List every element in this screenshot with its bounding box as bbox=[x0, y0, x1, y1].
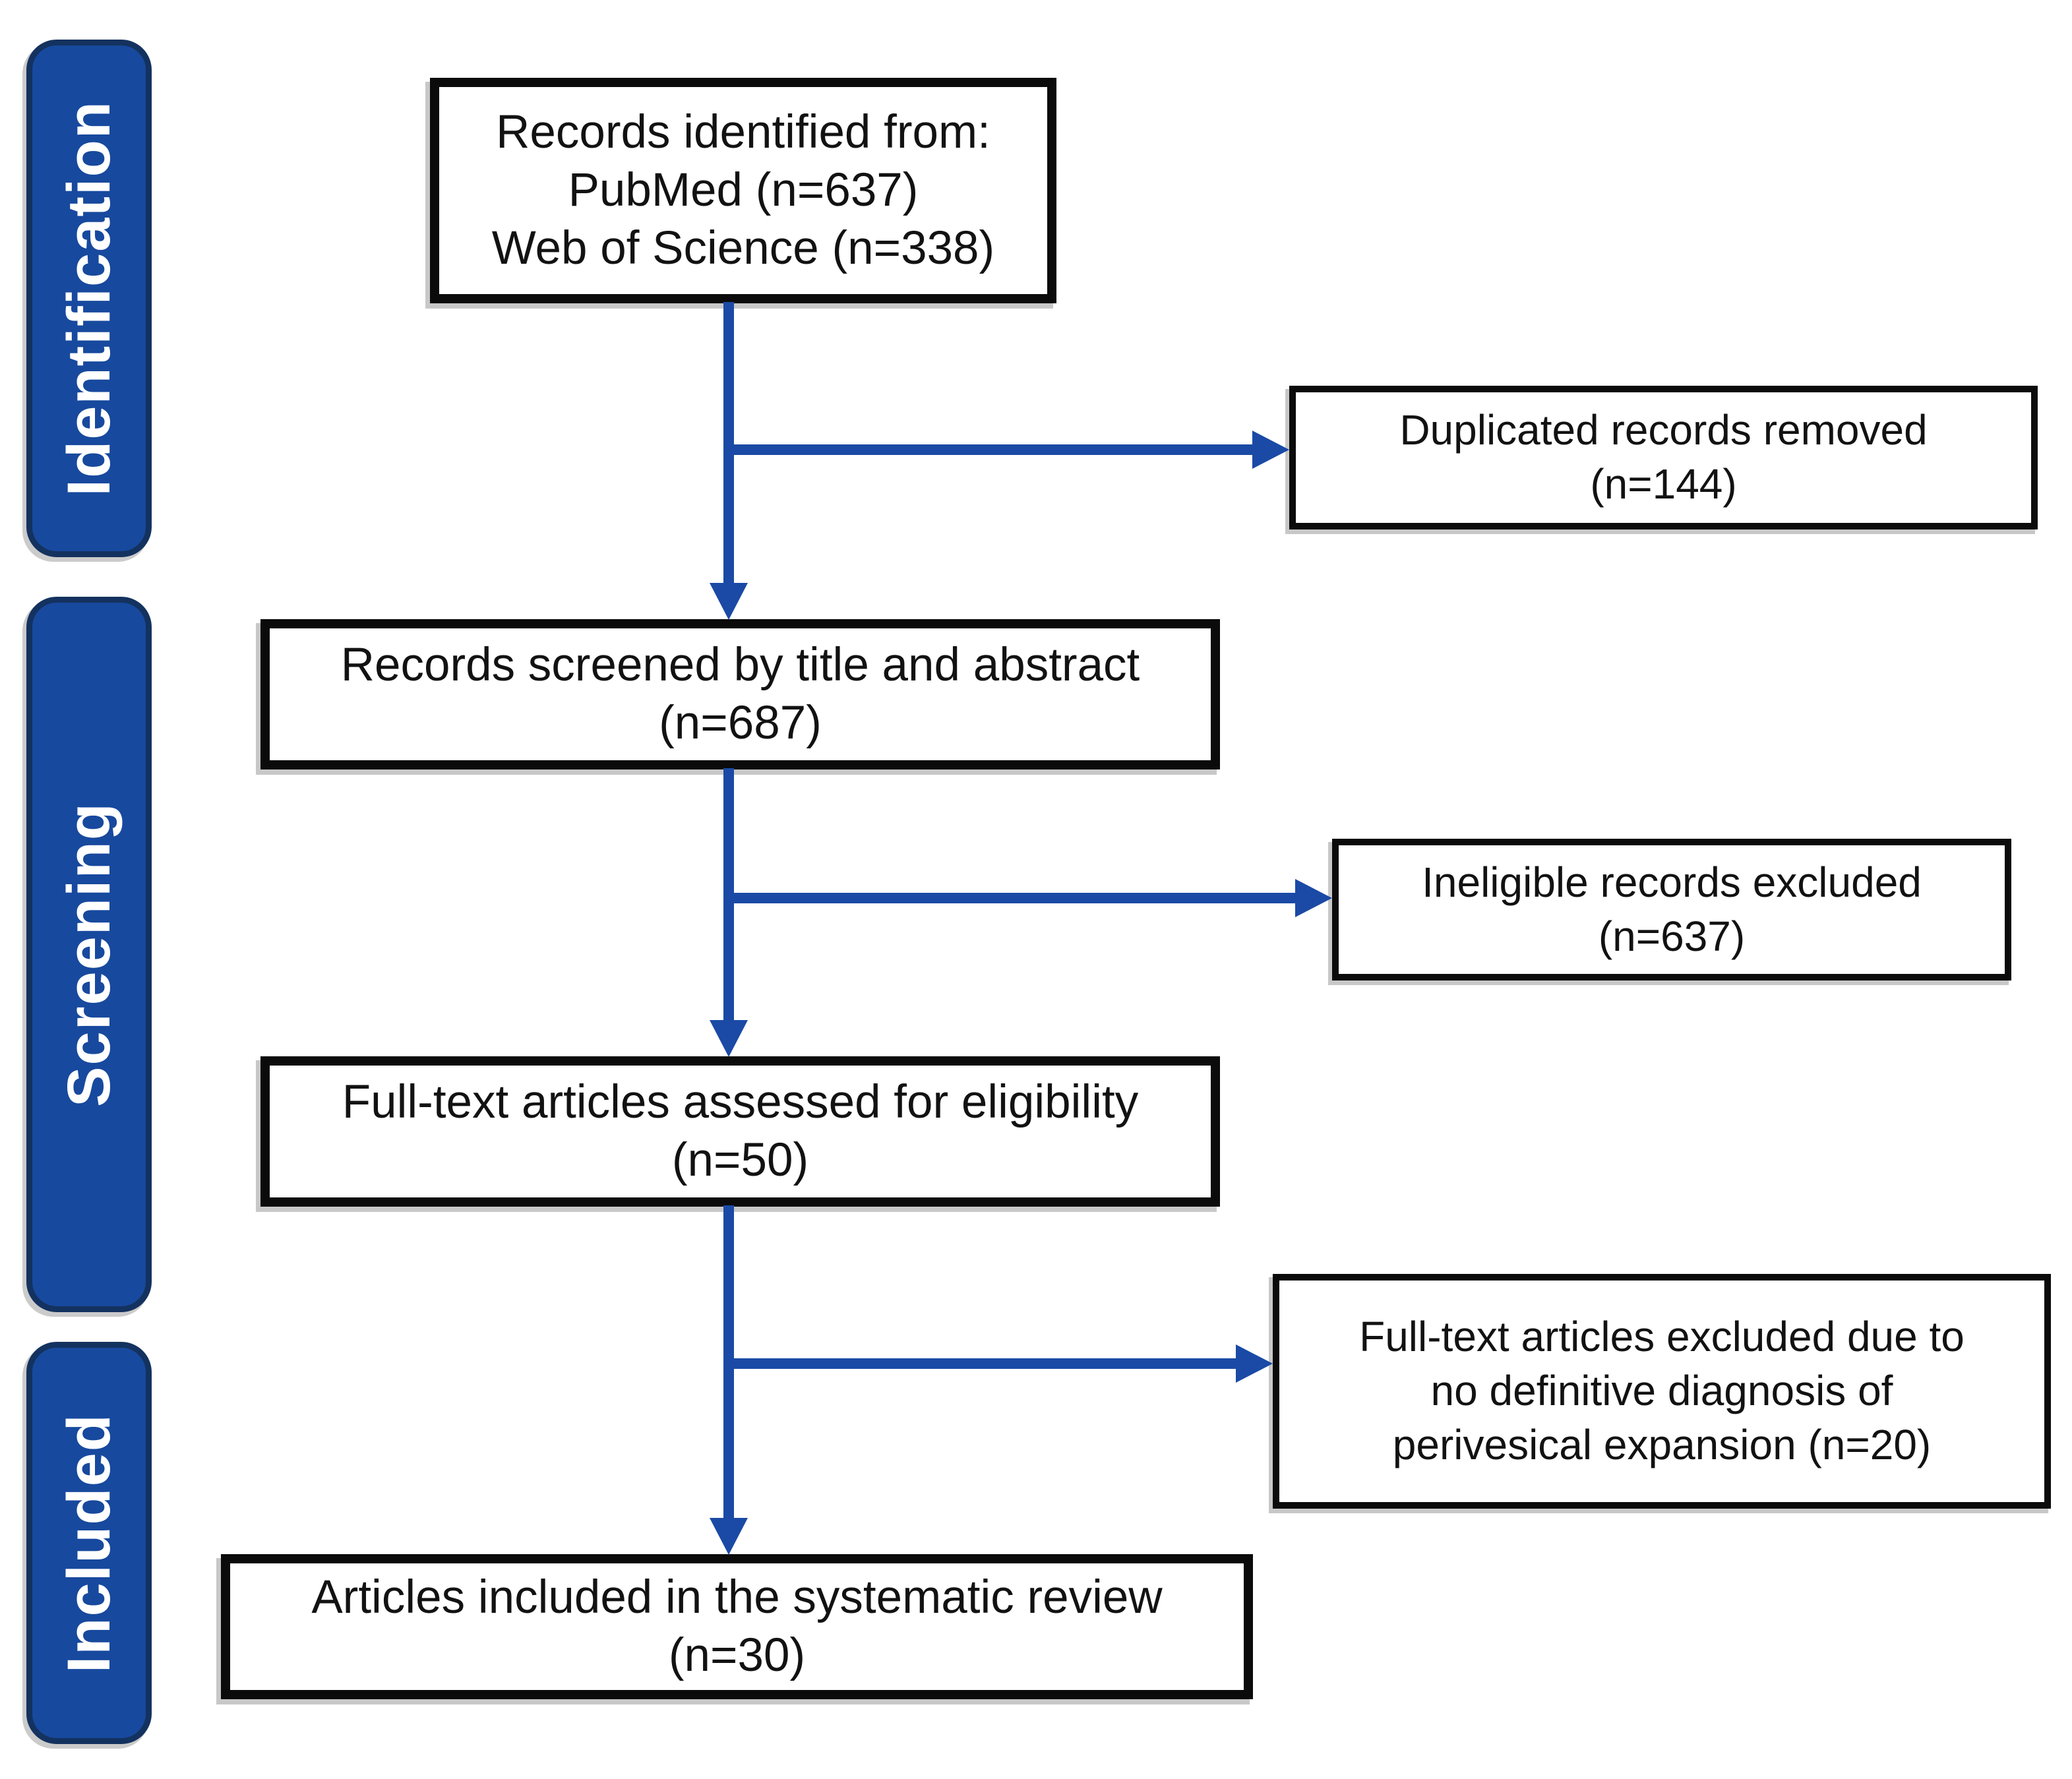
box-fulltext-excluded-line3: perivesical expansion (n=20) bbox=[1392, 1420, 1932, 1468]
box-articles-included: Articles included in the systematic revi… bbox=[221, 1554, 1253, 1699]
box-fulltext-assessed: Full-text articles assessed for eligibil… bbox=[260, 1056, 1220, 1207]
stage-band-identification: Identification bbox=[26, 40, 152, 557]
stage-band-included: Included bbox=[26, 1342, 152, 1744]
box-duplicates-removed-line2: (n=144) bbox=[1590, 460, 1737, 508]
arrowhead-right-into-fulltext-excluded bbox=[1236, 1344, 1273, 1383]
stage-label-screening: Screening bbox=[55, 802, 123, 1107]
box-records-screened-line2: (n=687) bbox=[659, 697, 822, 749]
box-fulltext-excluded: Full-text articles excluded due to no de… bbox=[1273, 1274, 2051, 1509]
box-records-identified-line2: PubMed (n=637) bbox=[568, 164, 919, 216]
box-records-identified-line3: Web of Science (n=338) bbox=[491, 222, 995, 275]
arrow-line-to-ineligible-excluded bbox=[729, 893, 1296, 903]
stage-label-included: Included bbox=[55, 1412, 123, 1673]
box-ineligible-excluded-line1: Ineligible records excluded bbox=[1422, 858, 1922, 906]
box-articles-included-line1: Articles included in the systematic revi… bbox=[311, 1571, 1163, 1623]
box-records-screened: Records screened by title and abstract (… bbox=[260, 619, 1220, 769]
box-articles-included-line2: (n=30) bbox=[668, 1629, 806, 1681]
arrowhead-down-into-included bbox=[710, 1518, 748, 1555]
box-duplicates-removed: Duplicated records removed (n=144) bbox=[1289, 386, 2038, 529]
arrowhead-down-into-screened bbox=[710, 583, 748, 620]
box-records-identified-line1: Records identified from: bbox=[496, 106, 990, 158]
stage-label-identification: Identification bbox=[55, 100, 123, 497]
arrow-line-identified-to-screened bbox=[723, 302, 734, 584]
arrowhead-right-into-duplicates bbox=[1252, 431, 1289, 469]
box-records-screened-line1: Records screened by title and abstract bbox=[340, 638, 1140, 691]
arrowhead-down-into-assessed bbox=[710, 1020, 748, 1057]
box-fulltext-excluded-line2: no definitive diagnosis of bbox=[1430, 1367, 1893, 1415]
arrowhead-right-into-ineligible bbox=[1295, 879, 1332, 917]
arrow-line-to-fulltext-excluded bbox=[729, 1358, 1237, 1369]
box-duplicates-removed-line1: Duplicated records removed bbox=[1399, 406, 1928, 454]
box-fulltext-assessed-line1: Full-text articles assessed for eligibil… bbox=[342, 1075, 1139, 1128]
box-ineligible-excluded: Ineligible records excluded (n=637) bbox=[1332, 839, 2011, 980]
stage-band-screening: Screening bbox=[26, 597, 152, 1312]
arrow-line-to-duplicates-removed bbox=[729, 444, 1254, 455]
box-records-identified: Records identified from: PubMed (n=637) … bbox=[430, 78, 1056, 303]
box-ineligible-excluded-line2: (n=637) bbox=[1598, 912, 1746, 960]
box-fulltext-assessed-line2: (n=50) bbox=[671, 1134, 809, 1186]
box-fulltext-excluded-line1: Full-text articles excluded due to bbox=[1359, 1313, 1965, 1361]
